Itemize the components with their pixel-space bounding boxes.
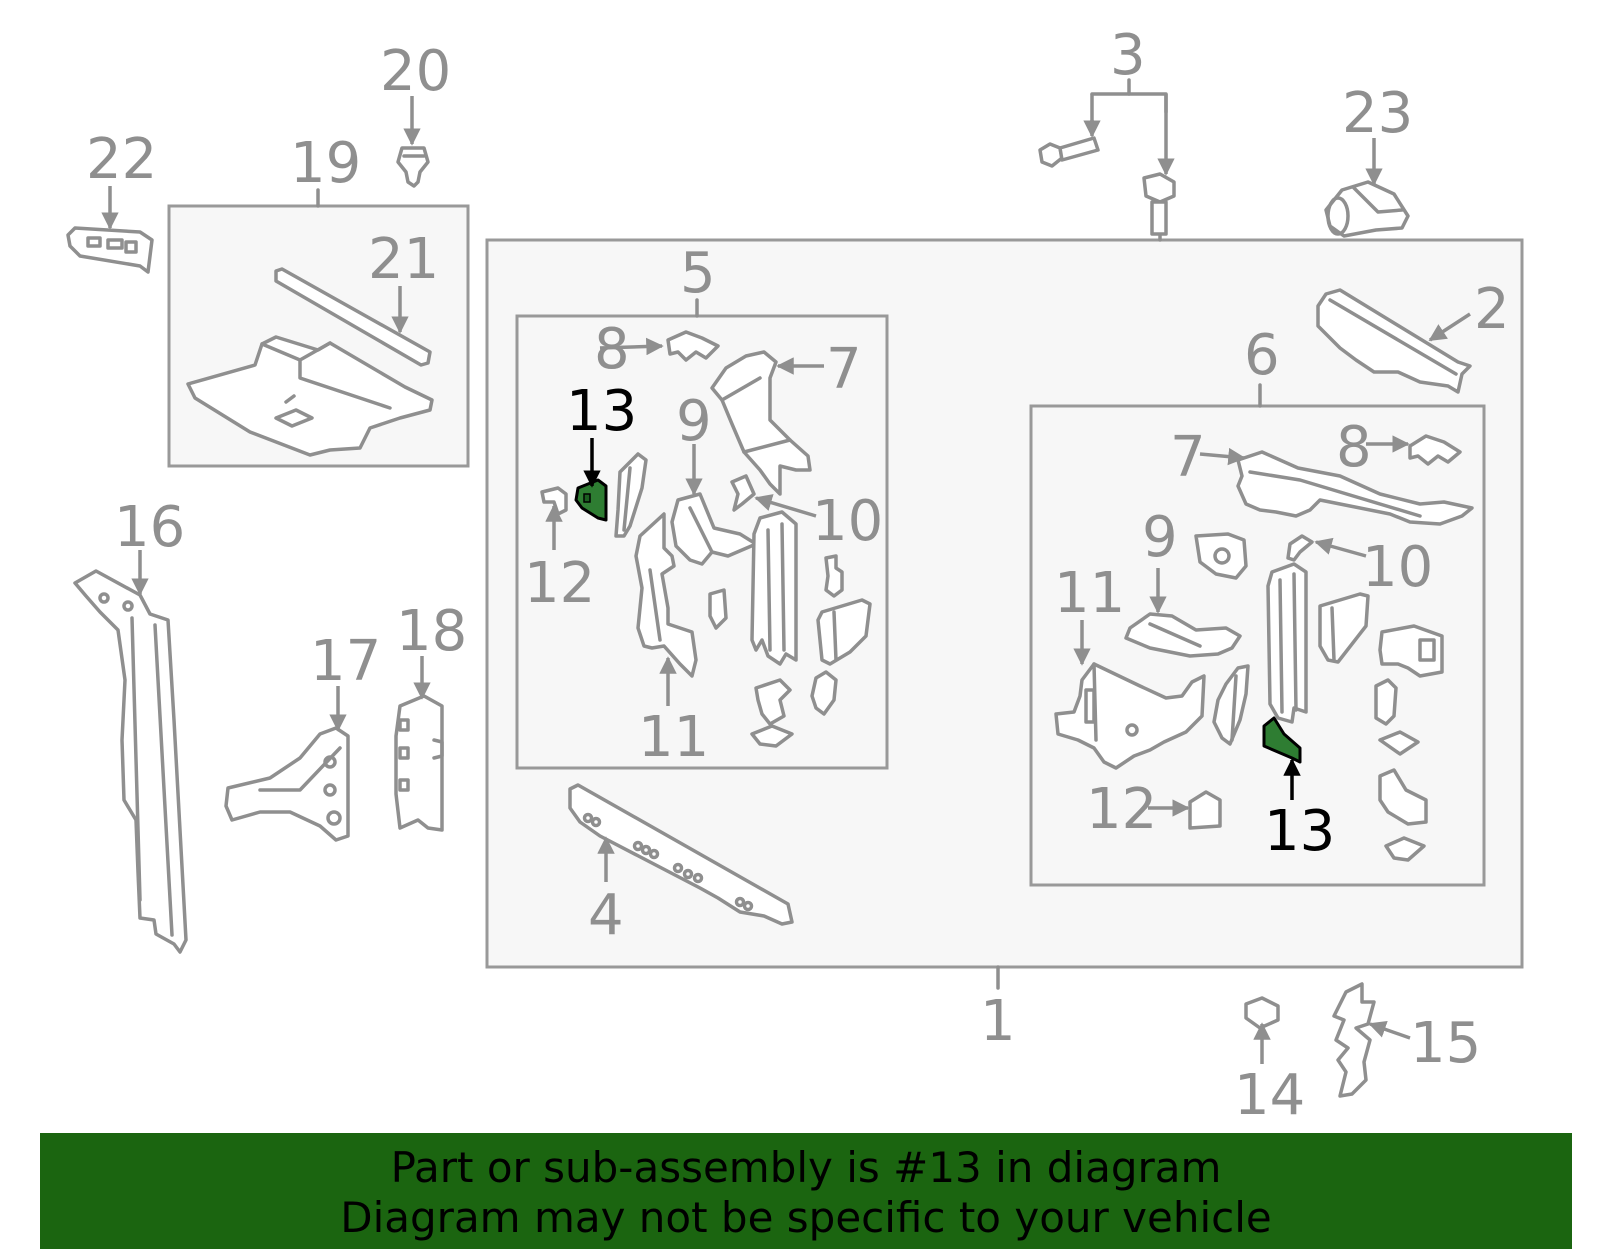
callout-10-left: 10 xyxy=(812,489,883,554)
callout-3: 3 xyxy=(1110,23,1146,88)
banner-line-2: Diagram may not be specific to your vehi… xyxy=(340,1193,1272,1242)
callout-12-left: 12 xyxy=(524,551,595,616)
callout-13-left[interactable]: 13 xyxy=(566,379,637,444)
callout-11-right: 11 xyxy=(1054,561,1125,626)
callout-5: 5 xyxy=(680,241,716,306)
part-5-small-bracket-b xyxy=(824,554,844,598)
callout-2: 2 xyxy=(1474,277,1510,342)
part-22-clip xyxy=(66,226,154,274)
part-5-bracket-d xyxy=(750,678,794,748)
callout-7-left: 7 xyxy=(826,337,862,402)
callout-20: 20 xyxy=(380,39,451,104)
part-5-reinforcement-strip xyxy=(614,452,648,538)
part-5-pillar-section xyxy=(750,510,798,666)
callout-17: 17 xyxy=(310,629,381,694)
part-6-10-bracket xyxy=(1286,534,1314,562)
callout-1: 1 xyxy=(980,989,1016,1054)
part-6-bracket-e xyxy=(1378,624,1444,678)
part-3-bolts xyxy=(1038,136,1176,236)
callout-11-left: 11 xyxy=(638,705,709,770)
part-5-bracket-c xyxy=(810,670,838,716)
part-6-13-bracket-highlighted[interactable] xyxy=(1262,716,1302,764)
part-16-pillar xyxy=(73,569,188,954)
part-2-crossmember xyxy=(1316,288,1472,394)
part-20-push-clip xyxy=(396,146,430,188)
part-6-9b-bracket xyxy=(1124,612,1242,658)
part-6-bracket-h xyxy=(1378,768,1428,826)
part-18-bracket xyxy=(394,694,444,832)
callout-16: 16 xyxy=(114,495,185,560)
part-5-gusset xyxy=(816,598,872,666)
part-6-11-panel xyxy=(1054,662,1206,770)
callout-18: 18 xyxy=(396,599,467,664)
part-5-11-panel xyxy=(634,512,698,678)
banner-line-1: Part or sub-assembly is #13 in diagram xyxy=(390,1143,1222,1192)
callout-4: 4 xyxy=(588,883,624,948)
part-23-sensor xyxy=(1324,180,1410,238)
part-4-lower-tie-bar xyxy=(568,783,794,926)
part-17-bracket xyxy=(224,726,350,842)
callout-7-right: 7 xyxy=(1170,425,1206,490)
part-6-pillar-section xyxy=(1266,562,1308,724)
part-6-12-bracket xyxy=(1188,790,1222,830)
callout-10-right: 10 xyxy=(1362,535,1433,600)
part-6-gusset xyxy=(1318,592,1370,664)
callout-13-right[interactable]: 13 xyxy=(1264,799,1335,864)
callout-22: 22 xyxy=(86,127,157,192)
part-6-nut-plate xyxy=(1384,836,1426,862)
callout-8-right: 8 xyxy=(1336,415,1372,480)
part-14-nut xyxy=(1244,996,1280,1030)
info-banner: Part or sub-assembly is #13 in diagram D… xyxy=(40,1133,1572,1249)
part-6-reinforcement-strip xyxy=(1212,664,1250,746)
callout-8-left: 8 xyxy=(594,317,630,382)
callout-9-left: 9 xyxy=(676,389,712,454)
callout-23: 23 xyxy=(1342,81,1413,146)
part-19-cowl-panel xyxy=(186,335,434,457)
callout-15: 15 xyxy=(1410,1011,1481,1076)
callout-6: 6 xyxy=(1244,323,1280,388)
part-5-8-bracket xyxy=(666,330,720,362)
part-6-small-plate-g xyxy=(1378,730,1420,756)
part-21-seal xyxy=(274,267,432,367)
part-6-8-bracket xyxy=(1408,434,1462,466)
callout-21: 21 xyxy=(368,227,439,292)
part-15-bracket xyxy=(1332,982,1376,1098)
part-5-7-apron-reinforcement xyxy=(710,350,812,496)
part-5-9-bracket xyxy=(670,492,758,566)
part-6-small-bracket-f xyxy=(1374,678,1398,726)
part-5-small-bracket-a xyxy=(708,588,728,630)
callout-19: 19 xyxy=(290,131,361,196)
part-6-9-bracket xyxy=(1194,532,1248,580)
callout-9-right: 9 xyxy=(1142,505,1178,570)
callout-12-right: 12 xyxy=(1086,777,1157,842)
callout-14: 14 xyxy=(1234,1063,1305,1128)
part-6-7-apron-rail xyxy=(1236,450,1474,526)
part-5-10-bracket xyxy=(730,474,756,512)
